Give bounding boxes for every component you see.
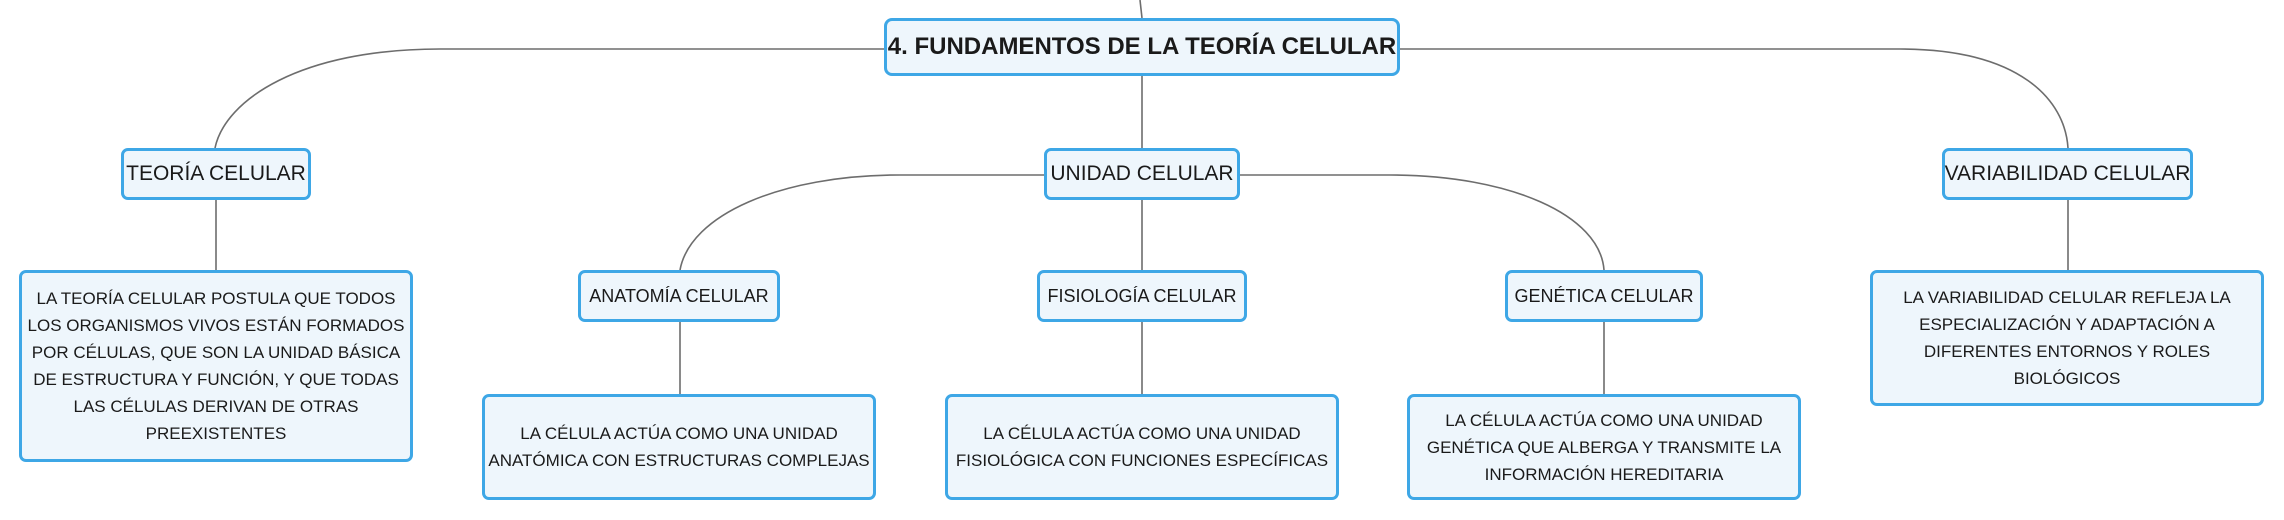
connector-unidad-to-anatomia bbox=[679, 174, 1044, 271]
topic-genetica-celular[interactable]: GENÉTICA CELULAR bbox=[1505, 270, 1703, 322]
connector-root-to-teoria bbox=[214, 48, 884, 149]
connector-root-to-parent bbox=[1139, 0, 1143, 19]
topic-unidad-celular[interactable]: UNIDAD CELULAR bbox=[1044, 148, 1240, 200]
description-fisiologia-celular-text: LA CÉLULA ACTÚA COMO UNA UNIDAD FISIOLÓG… bbox=[956, 420, 1328, 474]
text-line: INFORMACIÓN HEREDITARIA bbox=[1484, 464, 1724, 484]
topic-genetica-celular-label: GENÉTICA CELULAR bbox=[1514, 285, 1694, 306]
description-anatomia-celular-text: LA CÉLULA ACTÚA COMO UNA UNIDAD ANATÓMIC… bbox=[488, 420, 869, 474]
text-line: PREEXISTENTES bbox=[145, 424, 287, 443]
description-genetica-celular-text: LA CÉLULA ACTÚA COMO UNA UNIDAD GENÉTICA… bbox=[1427, 407, 1781, 488]
text-line: LA TEORÍA CELULAR POSTULA QUE TODOS bbox=[36, 289, 396, 308]
description-variabilidad-celular[interactable]: LA VARIABILIDAD CELULAR REFLEJA LA ESPEC… bbox=[1870, 270, 2264, 406]
description-teoria-celular[interactable]: LA TEORÍA CELULAR POSTULA QUE TODOS LOS … bbox=[19, 270, 413, 462]
text-line: LA CÉLULA ACTÚA COMO UNA UNIDAD bbox=[1445, 410, 1763, 430]
topic-variabilidad-celular[interactable]: VARIABILIDAD CELULAR bbox=[1942, 148, 2193, 200]
text-line: DE ESTRUCTURA Y FUNCIÓN, Y QUE TODAS bbox=[33, 370, 399, 389]
text-line: BIOLÓGICOS bbox=[2013, 369, 2121, 388]
text-line: ESPECIALIZACIÓN Y ADAPTACIÓN A bbox=[1919, 315, 2215, 334]
text-line: ANATÓMICA CON ESTRUCTURAS COMPLEJAS bbox=[488, 451, 870, 470]
central-topic-label: 4. FUNDAMENTOS DE LA TEORÍA CELULAR bbox=[887, 33, 1397, 60]
connector-root-to-variabilidad bbox=[1400, 48, 2069, 149]
description-genetica-celular[interactable]: LA CÉLULA ACTÚA COMO UNA UNIDAD GENÉTICA… bbox=[1407, 394, 1801, 500]
text-line: LA VARIABILIDAD CELULAR REFLEJA LA bbox=[1903, 288, 2231, 307]
connector-unidad-to-genetica bbox=[1240, 174, 1605, 271]
text-line: LA CÉLULA ACTÚA COMO UNA UNIDAD bbox=[520, 424, 838, 443]
description-variabilidad-celular-text: LA VARIABILIDAD CELULAR REFLEJA LA ESPEC… bbox=[1903, 284, 2231, 392]
text-line: LA CÉLULA ACTÚA COMO UNA UNIDAD bbox=[983, 424, 1301, 443]
description-anatomia-celular[interactable]: LA CÉLULA ACTÚA COMO UNA UNIDAD ANATÓMIC… bbox=[482, 394, 876, 500]
central-topic[interactable]: 4. FUNDAMENTOS DE LA TEORÍA CELULAR bbox=[884, 18, 1400, 76]
text-line: LOS ORGANISMOS VIVOS ESTÁN FORMADOS bbox=[27, 316, 405, 335]
text-line: GENÉTICA QUE ALBERGA Y TRANSMITE LA bbox=[1426, 437, 1782, 457]
topic-anatomia-celular[interactable]: ANATOMÍA CELULAR bbox=[578, 270, 780, 322]
topic-fisiologia-celular[interactable]: FISIOLOGÍA CELULAR bbox=[1037, 270, 1247, 322]
text-line: POR CÉLULAS, QUE SON LA UNIDAD BÁSICA bbox=[31, 343, 401, 362]
topic-teoria-celular[interactable]: TEORÍA CELULAR bbox=[121, 148, 311, 200]
text-line: DIFERENTES ENTORNOS Y ROLES bbox=[1923, 342, 2211, 361]
description-teoria-celular-text: LA TEORÍA CELULAR POSTULA QUE TODOS LOS … bbox=[28, 285, 405, 447]
topic-variabilidad-celular-label: VARIABILIDAD CELULAR bbox=[1944, 162, 2191, 185]
description-fisiologia-celular[interactable]: LA CÉLULA ACTÚA COMO UNA UNIDAD FISIOLÓG… bbox=[945, 394, 1339, 500]
text-line: LAS CÉLULAS DERIVAN DE OTRAS bbox=[73, 397, 359, 416]
topic-anatomia-celular-label: ANATOMÍA CELULAR bbox=[589, 285, 769, 306]
topic-fisiologia-celular-label: FISIOLOGÍA CELULAR bbox=[1047, 285, 1237, 306]
topic-teoria-celular-label: TEORÍA CELULAR bbox=[126, 162, 306, 185]
text-line: FISIOLÓGICA CON FUNCIONES ESPECÍFICAS bbox=[955, 451, 1329, 470]
topic-unidad-celular-label: UNIDAD CELULAR bbox=[1050, 162, 1234, 185]
